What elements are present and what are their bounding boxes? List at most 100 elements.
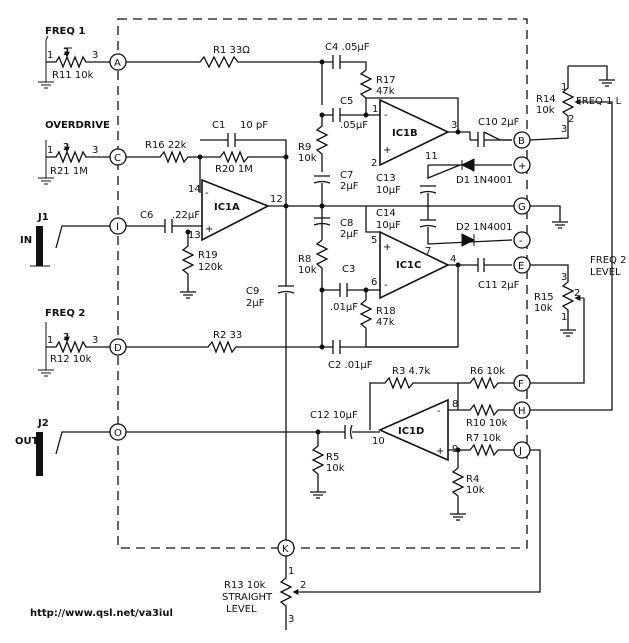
svg-text:.22μF: .22μF (172, 210, 200, 221)
svg-text:3: 3 (92, 50, 98, 61)
res-r19 (180, 232, 196, 299)
svg-text:A: A (114, 58, 121, 69)
svg-text:FREQ 2: FREQ 2 (45, 308, 85, 319)
svg-text:3: 3 (561, 272, 567, 283)
svg-text:2μF: 2μF (246, 298, 265, 309)
cap-c14 (419, 206, 513, 245)
svg-text:3: 3 (92, 335, 98, 346)
svg-text:O: O (114, 428, 122, 439)
svg-text:2: 2 (63, 142, 69, 153)
res-r17 (359, 69, 373, 114)
svg-text:10k: 10k (298, 153, 317, 164)
node-c: C (109, 148, 127, 166)
svg-text:6: 6 (371, 277, 377, 288)
svg-text:C11 2μF: C11 2μF (478, 280, 520, 291)
res-r5 (310, 432, 326, 499)
svg-text:-: - (384, 280, 388, 291)
svg-text:10μF: 10μF (376, 185, 401, 196)
svg-text:10k: 10k (536, 105, 555, 116)
svg-text:R18: R18 (376, 306, 396, 317)
svg-text:C13: C13 (376, 173, 396, 184)
svg-text:8: 8 (452, 399, 458, 410)
node-k: K (277, 539, 295, 557)
svg-text:.05μF: .05μF (340, 120, 368, 131)
svg-text:-: - (205, 188, 209, 199)
svg-text:R19: R19 (198, 250, 218, 261)
node-f: F (513, 374, 531, 392)
svg-text:2μF: 2μF (340, 229, 359, 240)
svg-text:R11 10k: R11 10k (52, 70, 94, 81)
res-r3 (369, 376, 459, 430)
svg-text:3: 3 (92, 145, 98, 156)
svg-text:2: 2 (371, 158, 377, 169)
svg-text:D1 1N4001: D1 1N4001 (456, 175, 513, 186)
res-r18 (359, 290, 373, 347)
svg-text:14: 14 (188, 184, 201, 195)
node-e: E (513, 256, 531, 274)
svg-text:R13 10k: R13 10k (224, 580, 266, 591)
svg-text:C5: C5 (340, 96, 353, 107)
cap-c10 (470, 132, 512, 147)
svg-text:D: D (114, 343, 122, 354)
svg-text:11: 11 (425, 151, 438, 162)
svg-text:13: 13 (188, 230, 201, 241)
svg-text:LEVEL: LEVEL (590, 267, 621, 278)
svg-text:H: H (518, 406, 526, 417)
svg-text:2: 2 (300, 580, 306, 591)
cap-c12 (126, 424, 380, 440)
pot-r14: 1 2 3 R14 10k FREQ 1 L (529, 65, 622, 411)
pot-r15: FREQ 2 LEVEL 3 2 1 R15 10k (530, 255, 626, 384)
svg-text:1: 1 (47, 50, 53, 61)
jack-j1: J1 IN (20, 212, 110, 267)
res-r7 (448, 443, 514, 457)
svg-text:C1: C1 (212, 120, 225, 131)
svg-text:OVERDRIVE: OVERDRIVE (45, 120, 110, 131)
cap-c4 (332, 55, 367, 70)
svg-text:C3: C3 (342, 264, 355, 275)
svg-text:10 pF: 10 pF (240, 120, 268, 131)
res-r4 (450, 450, 466, 521)
svg-text:+: + (383, 242, 391, 253)
svg-text:R1 33Ω: R1 33Ω (213, 45, 250, 56)
svg-text:C4 .05μF: C4 .05μF (325, 42, 370, 53)
svg-text:C7: C7 (340, 170, 353, 181)
svg-text:R15: R15 (534, 292, 554, 303)
svg-text:R4: R4 (466, 474, 479, 485)
svg-text:R8: R8 (298, 254, 311, 265)
svg-text:D2 1N4001: D2 1N4001 (456, 222, 513, 233)
svg-text:47k: 47k (376, 86, 395, 97)
svg-text:10k: 10k (466, 485, 485, 496)
svg-text:2: 2 (574, 288, 580, 299)
svg-text:R9: R9 (298, 142, 311, 153)
source-url: http://www.qsl.net/va3iul (30, 608, 173, 619)
res-r10 (448, 403, 514, 417)
diode-d1 (460, 158, 475, 172)
svg-text:10: 10 (372, 436, 385, 447)
wire-r1 (126, 55, 333, 69)
svg-text:IC1C: IC1C (396, 260, 421, 271)
opamp-ic1a (201, 178, 270, 242)
svg-text:C10 2μF: C10 2μF (478, 117, 520, 128)
svg-text:2: 2 (63, 47, 69, 58)
svg-text:LEVEL: LEVEL (226, 604, 257, 615)
diode-d2 (461, 233, 476, 247)
cap-c6 (126, 219, 202, 233)
svg-text:R7 10k: R7 10k (466, 433, 501, 444)
svg-text:+: + (205, 224, 213, 235)
svg-text:K: K (282, 544, 289, 555)
svg-text:IC1D: IC1D (398, 426, 424, 437)
svg-text:IC1A: IC1A (214, 202, 240, 213)
svg-text:G: G (518, 202, 526, 213)
svg-text:I: I (116, 222, 119, 233)
svg-text:J1: J1 (37, 212, 49, 223)
svg-text:R10 10k: R10 10k (466, 418, 508, 429)
svg-text:12: 12 (270, 194, 283, 205)
svg-text:10k: 10k (534, 303, 553, 314)
svg-text:2: 2 (63, 332, 69, 343)
svg-text:-: - (384, 110, 388, 121)
svg-text:2: 2 (568, 114, 574, 125)
svg-text:R17: R17 (376, 75, 396, 86)
svg-text:R3 4.7k: R3 4.7k (392, 366, 430, 377)
res-r16 (126, 150, 201, 193)
svg-text:C6: C6 (140, 210, 153, 221)
